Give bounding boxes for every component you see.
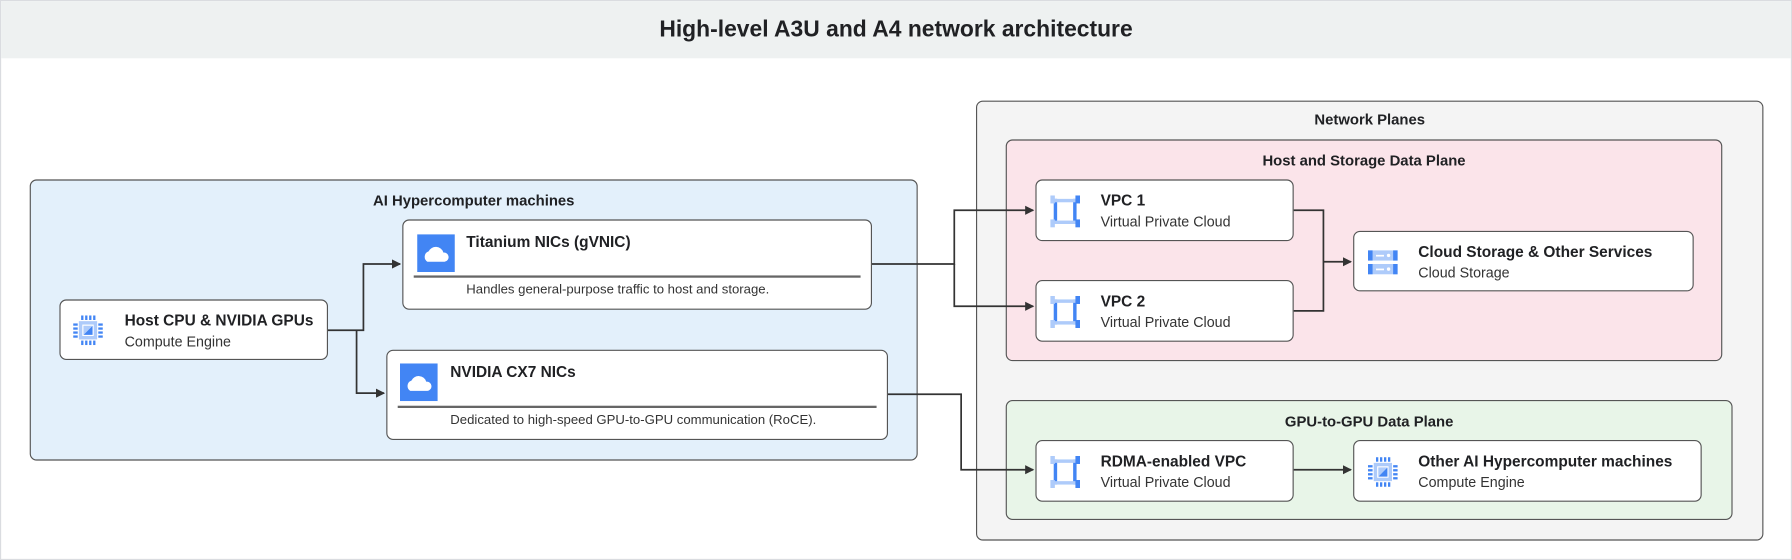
vpc-icon (1050, 295, 1080, 328)
vpc-icon (1050, 455, 1080, 488)
diagram-title: High-level A3U and A4 network architectu… (1, 1, 1791, 59)
vpc-icon (1050, 195, 1080, 228)
node-title: RDMA-enabled VPC (1100, 452, 1247, 470)
titanium-nics-node[interactable]: Titanium NICs (gVNIC) Handles general-pu… (402, 219, 872, 310)
node-title: Titanium NICs (gVNIC) (466, 233, 631, 251)
cloud-storage-node[interactable]: Cloud Storage & Other Services Cloud Sto… (1353, 230, 1694, 292)
vpc1-node[interactable]: VPC 1 Virtual Private Cloud (1035, 179, 1294, 242)
node-description: Handles general-purpose traffic to host … (466, 283, 770, 298)
rdma-vpc-node[interactable]: RDMA-enabled VPC Virtual Private Cloud (1035, 439, 1294, 502)
arrow-host-to-cx7 (355, 330, 386, 398)
node-title: VPC 2 (1100, 292, 1146, 310)
node-description: Dedicated to high-speed GPU-to-GPU commu… (450, 413, 817, 428)
node-subtitle: Cloud Storage (1418, 265, 1510, 282)
compute-engine-icon (1367, 457, 1398, 487)
node-subtitle: Virtual Private Cloud (1100, 314, 1231, 331)
arrow-cx7-to-rdma (887, 393, 1035, 475)
cloud-icon (399, 363, 438, 402)
group-label: AI Hypercomputer machines (372, 191, 575, 210)
node-title: Host CPU & NVIDIA GPUs (124, 311, 314, 330)
divider (397, 405, 877, 408)
cloud-storage-icon (1367, 250, 1398, 275)
node-title: Other AI Hypercomputer machines (1418, 452, 1673, 470)
line-vpc1-join (1293, 209, 1325, 312)
host-cpu-node[interactable]: Host CPU & NVIDIA GPUs Compute Engine (59, 299, 328, 360)
arrow-titanium-to-vpc1 (871, 205, 1035, 265)
group-label: Host and Storage Data Plane (1262, 151, 1466, 170)
node-title: Cloud Storage & Other Services (1418, 243, 1653, 261)
nvidia-cx7-nics-node[interactable]: NVIDIA CX7 NICs Dedicated to high-speed … (386, 349, 888, 440)
vpc2-node[interactable]: VPC 2 Virtual Private Cloud (1035, 279, 1294, 342)
node-title: NVIDIA CX7 NICs (450, 363, 576, 381)
node-subtitle: Virtual Private Cloud (1100, 474, 1231, 491)
cloud-icon (417, 234, 455, 272)
group-label: GPU-to-GPU Data Plane (1284, 412, 1454, 430)
divider (413, 275, 861, 278)
group-label: Network Planes (1314, 110, 1426, 128)
other-ai-hypercomputer-node[interactable]: Other AI Hypercomputer machines Compute … (1353, 439, 1702, 502)
node-subtitle: Compute Engine (1418, 474, 1525, 491)
arrow-host-to-titanium (327, 259, 402, 332)
node-subtitle: Compute Engine (124, 333, 231, 350)
node-subtitle: Virtual Private Cloud (1100, 213, 1231, 230)
node-title: VPC 1 (1100, 191, 1146, 210)
compute-engine-icon (73, 315, 103, 346)
arrow-titanium-to-vpc2 (953, 263, 1035, 311)
